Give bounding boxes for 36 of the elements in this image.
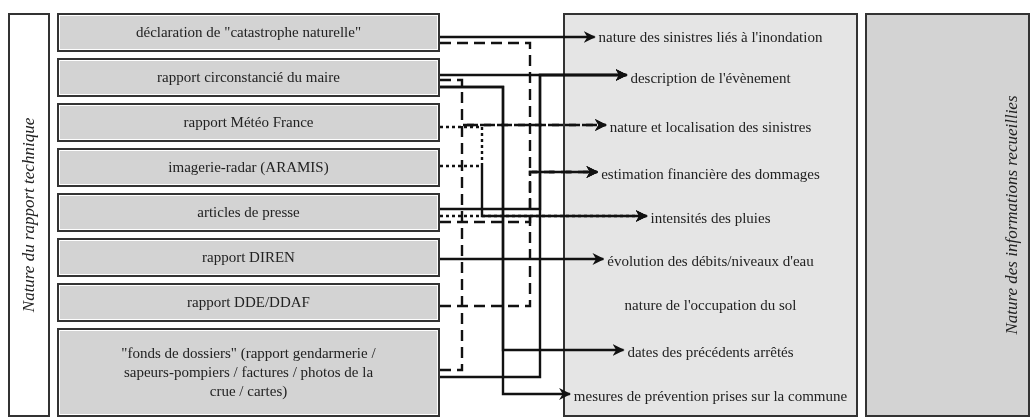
info-label: nature des sinistres liés à l'inondation bbox=[598, 28, 823, 46]
side-band bbox=[865, 13, 1030, 417]
source-label: "fonds de dossiers" (rapport gendarmerie / sapeurs-pompiers / factures / photos de la crue / cartes) bbox=[121, 344, 376, 401]
info-label: estimation financière des dommages bbox=[601, 165, 820, 183]
source-box bbox=[57, 103, 440, 142]
arrow bbox=[440, 166, 599, 308]
source-box bbox=[57, 13, 440, 52]
arrow bbox=[440, 85, 572, 400]
info-panel bbox=[563, 13, 858, 417]
info-label: description de l'évènement bbox=[630, 69, 791, 87]
source-box bbox=[57, 148, 440, 187]
side-band bbox=[8, 13, 50, 417]
source-label: imagerie-radar (ARAMIS) bbox=[168, 158, 329, 177]
source-label: rapport Météo France bbox=[183, 113, 314, 132]
source-label: rapport circonstancié du maire bbox=[157, 68, 340, 87]
info-label: intensités des pluies bbox=[650, 209, 771, 227]
info-label: dates des précédents arrêtés bbox=[627, 343, 794, 361]
arrow bbox=[440, 210, 648, 222]
band-title: Nature du rapport technique bbox=[19, 117, 39, 313]
arrow bbox=[440, 119, 607, 372]
arrow bbox=[440, 253, 605, 265]
source-label: rapport DDE/DDAF bbox=[187, 293, 310, 312]
source-box bbox=[57, 328, 440, 417]
source-label: articles de presse bbox=[197, 203, 300, 222]
info-label: nature de l'occupation du sol bbox=[624, 296, 797, 314]
source-box bbox=[57, 58, 440, 97]
source-box bbox=[57, 238, 440, 277]
source-label: déclaration de "catastrophe naturelle" bbox=[135, 23, 362, 42]
info-label: nature et localisation des sinistres bbox=[609, 118, 812, 136]
band-title: Nature des informations recueillies bbox=[1001, 95, 1022, 335]
source-label: rapport DIREN bbox=[202, 248, 295, 267]
info-label: évolution des débits/niveaux d'eau bbox=[607, 252, 814, 270]
arrow bbox=[440, 31, 596, 43]
source-box bbox=[57, 193, 440, 232]
info-label: mesures de prévention prises sur la commune bbox=[573, 387, 848, 405]
source-box bbox=[57, 283, 440, 322]
